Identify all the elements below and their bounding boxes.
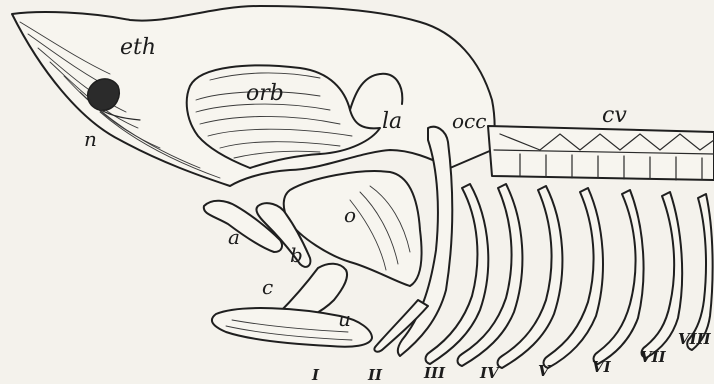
label-o: o	[344, 203, 356, 227]
label-c: c	[262, 275, 273, 299]
label-arch-1: I	[311, 366, 320, 384]
label-n: n	[84, 127, 97, 151]
label-a: a	[228, 225, 240, 249]
label-arch-7: VII	[640, 348, 667, 366]
label-la: la	[382, 109, 402, 134]
label-arch-4: IV	[479, 364, 500, 382]
vertebral-column	[488, 126, 714, 180]
nostril	[88, 79, 120, 110]
label-arch-8: VIII	[678, 330, 712, 348]
label-arch-5: V	[538, 362, 551, 380]
label-eth: eth	[120, 35, 156, 60]
label-arch-3: III	[423, 364, 446, 382]
label-b: b	[290, 243, 303, 267]
label-arch-6: VI	[592, 358, 612, 376]
gill-arches	[374, 184, 712, 368]
label-u: u	[338, 307, 351, 331]
quadrate-plate	[284, 171, 422, 286]
label-cv: cv	[602, 103, 627, 128]
label-orb: orb	[246, 81, 284, 106]
label-occ: occ	[452, 109, 486, 133]
label-arch-2: II	[367, 366, 383, 384]
